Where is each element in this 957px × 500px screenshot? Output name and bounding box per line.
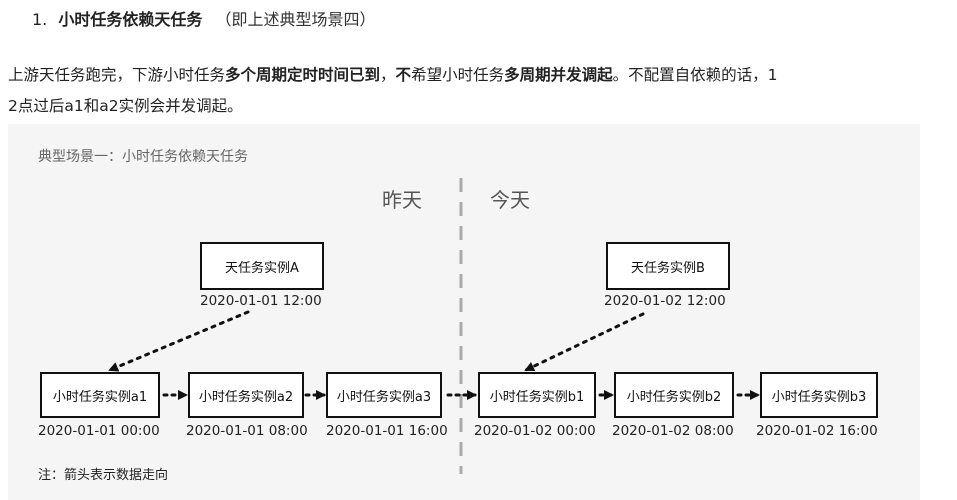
day-task-a-time: 2020-01-01 12:00 [200,293,322,309]
arrow-b-to-b1 [524,312,645,372]
hour-task-a1-time: 2020-01-01 00:00 [38,423,160,439]
day-task-b-box: 天任务实例B [606,242,730,290]
arrow-a-to-a1 [108,310,250,372]
para-text-2: ， [380,66,396,84]
heading-title: 小时任务依赖天任务 [58,10,203,29]
dependency-diagram: 典型场景一：小时任务依赖天任务 昨天 今天 天任务实例A 2020-01-01 … [8,124,920,500]
hour-task-a2-time: 2020-01-01 08:00 [186,423,308,439]
day-task-b-time: 2020-01-02 12:00 [604,293,726,309]
hour-task-b1-box: 小时任务实例b1 [478,372,596,418]
hour-task-b3-box: 小时任务实例b3 [760,372,878,418]
hour-task-b1-time: 2020-01-02 00:00 [474,423,596,439]
hour-task-b2-time: 2020-01-02 08:00 [612,423,734,439]
para-text-4: 。不配置自依赖的话，1 [612,66,778,84]
para-bold-1: 多个周期定时时间已到 [225,66,381,84]
label-yesterday: 昨天 [382,188,422,212]
para-text-5: 2点过后a1和a2实例会并发调起。 [8,97,243,115]
para-text-3: 希望小时任务 [411,66,505,84]
hour-task-a3-box: 小时任务实例a3 [326,372,442,418]
label-today: 今天 [490,188,530,212]
description-paragraph: 上游天任务跑完，下游小时任务多个周期定时时间已到，不希望小时任务多周期并发调起。… [8,60,928,122]
para-bold-3: 多周期并发调起 [504,66,613,84]
heading-number: 1. [32,10,48,29]
diagram-note: 注：箭头表示数据走向 [38,468,169,483]
hour-task-a2-box: 小时任务实例a2 [188,372,304,418]
hour-task-b3-time: 2020-01-02 16:00 [756,423,878,439]
hour-task-a1-box: 小时任务实例a1 [40,372,160,418]
day-task-a-box: 天任务实例A [200,242,324,290]
diagram-title: 典型场景一：小时任务依赖天任务 [38,149,248,165]
para-bold-2: 不 [395,66,412,84]
para-text-1: 上游天任务跑完，下游小时任务 [8,66,226,84]
hour-task-a3-time: 2020-01-01 16:00 [326,423,448,439]
heading-subtitle: （即上述典型场景四） [215,10,376,29]
diagram-arrows [108,178,760,474]
section-heading: 1. 小时任务依赖天任务 （即上述典型场景四） [32,8,375,32]
hour-task-b2-box: 小时任务实例b2 [614,372,734,418]
